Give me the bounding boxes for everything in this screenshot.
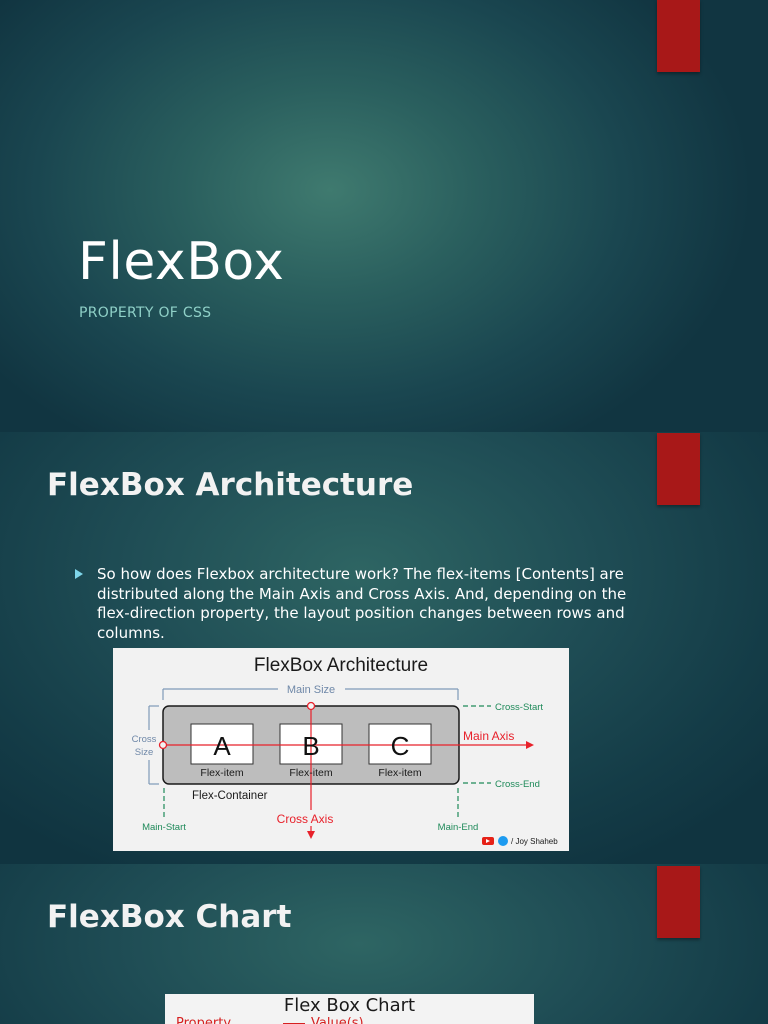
flex-container-label: Flex-Container bbox=[192, 790, 268, 802]
twitter-icon bbox=[498, 836, 508, 846]
cross-size-label-bg bbox=[127, 730, 161, 760]
chart-value-label: Value(s) bbox=[311, 1016, 364, 1024]
flex-item-b-label: Flex-item bbox=[289, 767, 332, 779]
main-axis-start-dot bbox=[158, 740, 168, 750]
main-size-label: Main Size bbox=[287, 684, 335, 696]
cross-start-label: Cross-Start bbox=[495, 702, 543, 713]
main-start-label: Main-Start bbox=[142, 822, 186, 833]
chart-property-label: Property bbox=[176, 1016, 232, 1024]
flex-item-c-letter: C bbox=[391, 731, 410, 761]
flex-item-a-letter: A bbox=[213, 731, 231, 761]
slide-title: FlexBox bbox=[78, 232, 285, 292]
chart-slide: FlexBox Chart Flex Box Chart Property Va… bbox=[0, 864, 768, 1024]
main-axis-arrowhead bbox=[526, 741, 534, 749]
flex-item-b-letter: B bbox=[302, 731, 319, 761]
accent-tab bbox=[657, 433, 700, 505]
section-title: FlexBox Chart bbox=[47, 899, 292, 935]
section-title: FlexBox Architecture bbox=[47, 467, 414, 503]
title-slide: FlexBox PROPERTY OF CSS bbox=[0, 0, 768, 432]
flexbox-chart-image: Flex Box Chart Property Value(s) bbox=[165, 994, 534, 1024]
main-axis-label: Main Axis bbox=[463, 729, 514, 743]
diagram-credit: / Joy Shaheb bbox=[511, 837, 558, 846]
bullet-list: So how does Flexbox architecture work? T… bbox=[75, 565, 635, 643]
cross-axis-start-dot bbox=[306, 701, 316, 711]
flex-item-a-box bbox=[190, 723, 254, 765]
cross-size-label-line1: Cross bbox=[132, 734, 157, 745]
accent-tab bbox=[657, 0, 700, 72]
architecture-slide: FlexBox Architecture So how does Flexbox… bbox=[0, 432, 768, 864]
flex-item-c-box bbox=[368, 723, 432, 765]
flexbox-architecture-diagram: FlexBox Architecture Main Size Cross Siz… bbox=[113, 648, 569, 851]
cross-end-label: Cross-End bbox=[495, 779, 540, 790]
main-end-label: Main-End bbox=[438, 822, 479, 833]
youtube-play-glyph bbox=[486, 839, 490, 843]
cross-axis-arrowhead bbox=[307, 831, 315, 839]
flex-item-a-label: Flex-item bbox=[200, 767, 243, 779]
chart-image-title: Flex Box Chart bbox=[283, 995, 416, 1016]
accent-tab bbox=[657, 866, 700, 938]
cross-axis-label-bg bbox=[271, 810, 351, 826]
slide-subtitle: PROPERTY OF CSS bbox=[79, 305, 212, 321]
flex-item-c-label: Flex-item bbox=[378, 767, 421, 779]
bullet-text: So how does Flexbox architecture work? T… bbox=[97, 565, 627, 642]
cross-size-label-line2: Size bbox=[135, 747, 153, 758]
cross-axis-label: Cross Axis bbox=[277, 812, 334, 826]
bullet-arrow-icon bbox=[75, 569, 83, 579]
diagram-title: FlexBox Architecture bbox=[254, 655, 428, 676]
